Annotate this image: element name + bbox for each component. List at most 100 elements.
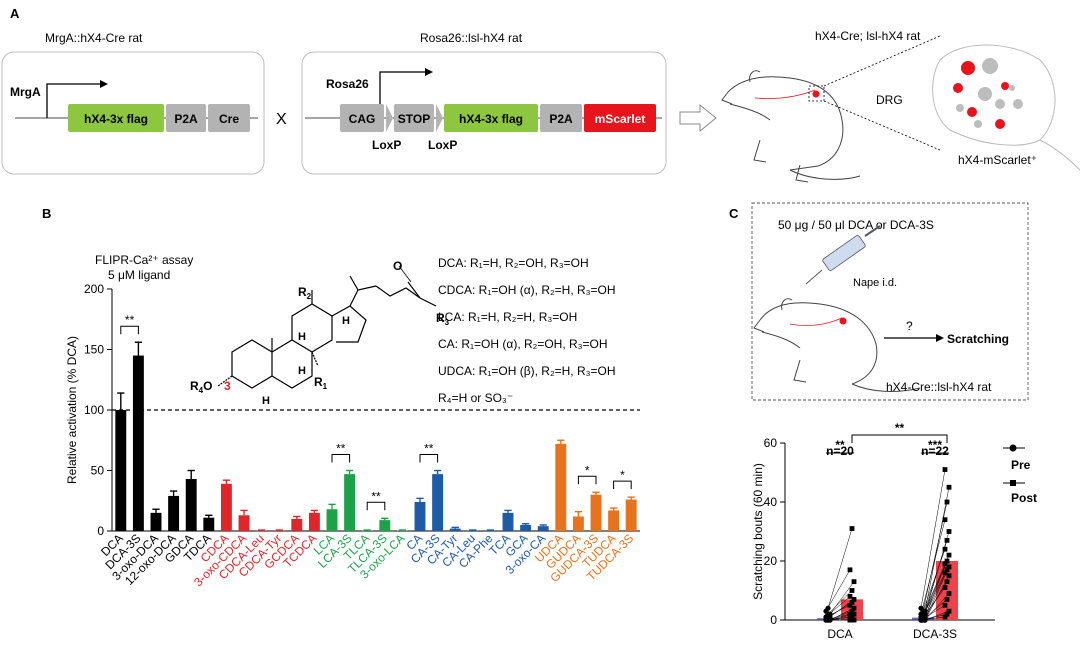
chart-c-pair-line — [825, 569, 851, 612]
chart-c-point-post — [942, 585, 948, 590]
rat2-box-mscarlet-label: mScarlet — [595, 112, 646, 126]
chart-b-significance-bracket — [419, 454, 439, 463]
chart-b-bar-GUDCA-3S — [590, 494, 602, 531]
chart-c-point-post — [849, 526, 855, 531]
panel-label-b: B — [42, 206, 51, 221]
chart-c-within-significance: ** — [835, 438, 845, 452]
struct-h-4: H — [262, 395, 270, 407]
chart-b-significance-label: ** — [424, 442, 434, 456]
chart-b-y-tick-label: 150 — [84, 343, 104, 357]
legend-cdca: CDCA: R₁=OH (α), R₂=H, R₃=OH — [438, 283, 616, 297]
struct-r3-sub: 3 — [445, 318, 450, 327]
chart-c-point-post — [847, 594, 853, 599]
chart-c-point-post — [849, 588, 855, 593]
drg-cells — [953, 58, 1023, 129]
cell-grey — [982, 58, 998, 74]
chart-b-bar-TCA — [502, 512, 514, 531]
struct-r1-sub: 1 — [323, 382, 328, 391]
chart-c-point-post — [944, 567, 950, 573]
cell-grey — [974, 120, 982, 128]
chart-c-pair-line — [924, 566, 950, 621]
chart-b-bar-GCA — [520, 524, 532, 531]
chart-c-point-post — [849, 608, 855, 614]
chart-c-y-tick-label: 60 — [764, 436, 778, 450]
rat1-box-p2a — [166, 104, 206, 132]
assay-line1: FLIPR-Ca²⁺ assay — [95, 253, 193, 267]
rat1-box-cre — [208, 104, 250, 132]
rat2-box-mscarlet — [584, 104, 656, 132]
rat2-box-stop — [394, 104, 434, 132]
chart-b-bar-GUDCA — [572, 516, 584, 531]
chart-b-bar-3-oxo-CDCA — [238, 515, 250, 531]
chart-c-x-label: DCA-3S — [913, 627, 957, 641]
chart-c-point-post — [942, 570, 948, 576]
struct-r2-main: R — [298, 285, 307, 299]
chart-b-significance-label: * — [585, 463, 590, 477]
cell-red — [967, 107, 977, 117]
panel-label-c: C — [729, 206, 739, 221]
chart-c-point-post — [944, 596, 950, 602]
chart-c-point-pre — [827, 611, 833, 617]
bile-acid-structure — [217, 265, 437, 389]
chart-b-bar-CA-Tyr — [449, 528, 461, 531]
chart-c-legend-post-marker — [1010, 480, 1016, 486]
chart-c-pair-line — [924, 575, 950, 621]
chart-c-point-post — [851, 605, 857, 611]
legend-r4: R₄=H or SO₃⁻ — [438, 391, 513, 405]
rat2-box-stop-label: STOP — [398, 112, 430, 126]
chart-b-bar-CDCA — [220, 483, 232, 531]
rat1-box-p2a-label: P2A — [174, 112, 198, 126]
rat2-promoter: Rosa26 — [326, 77, 369, 91]
rat2-box-cag — [340, 104, 384, 132]
chart-b-bar-CA — [414, 501, 426, 531]
outcome-arrowhead — [936, 334, 944, 342]
rat2-promoter-arrow — [379, 71, 425, 118]
chart-b-bar-TDCA — [203, 517, 215, 531]
chart-c-between-significance: ** — [895, 421, 905, 435]
struct-r4o-sub: 4 — [199, 386, 204, 395]
drg-nerve — [1039, 139, 1080, 171]
cell-grey — [1009, 85, 1015, 91]
cells-label: hX4-mScarlet⁺ — [958, 153, 1037, 167]
rat-drawing-c — [753, 298, 921, 392]
chart-c-point-post — [942, 602, 948, 608]
chart-b-y-label: Relative activation (% DCA) — [65, 336, 79, 484]
chart-c-point-post — [942, 467, 948, 472]
legend-udca: UDCA: R₁=OH (β), R₂=H, R₃=OH — [438, 364, 616, 378]
injection-label: Nape i.d. — [853, 277, 897, 289]
chart-c-point-post — [942, 614, 948, 620]
legend-dca: DCA: R₁=H, R₂=OH, R₃=OH — [438, 256, 589, 270]
chart-b-y-tick-label: 200 — [84, 282, 104, 296]
chart-c-point-pre — [918, 605, 924, 611]
chart-c-y-tick-label: 20 — [764, 554, 778, 568]
chart-c-point-post — [851, 579, 857, 585]
rat1-promoter-arrow — [46, 83, 100, 118]
cell-grey — [978, 87, 992, 101]
struct-r1-main: R — [314, 375, 323, 389]
struct-r2: R2 — [298, 285, 312, 301]
chart-c-between-bracket — [851, 434, 948, 443]
result-arrow — [679, 103, 717, 133]
chart-c-pair-line — [920, 549, 946, 618]
struct-r2-sub: 2 — [307, 292, 312, 301]
chart-b-bar-3-oxo-CA — [537, 526, 549, 531]
chart-c-group-n: n=20 — [826, 444, 854, 458]
chart-c-point-post — [849, 599, 855, 605]
chart-b-bar-CA-3S — [432, 474, 444, 531]
chart-c-point-post — [944, 558, 950, 564]
chart-c-point-post — [946, 529, 952, 534]
chart-c-pair-line — [920, 519, 946, 615]
chart-b-significance-label: ** — [125, 313, 135, 327]
chart-c-y-label: Scratching bouts (60 min) — [751, 463, 765, 600]
loxp-triangle-1 — [386, 104, 393, 132]
chart-b-significance-label: * — [620, 468, 625, 482]
chart-b-y-tick-label: 100 — [84, 403, 104, 417]
chart-b-significance-bracket — [577, 475, 597, 485]
chart-c-point-post — [944, 611, 950, 617]
rat2-box-p2a — [540, 104, 582, 132]
loxp-label-1: LoxP — [372, 138, 401, 152]
rat-drg-dot — [812, 90, 820, 98]
